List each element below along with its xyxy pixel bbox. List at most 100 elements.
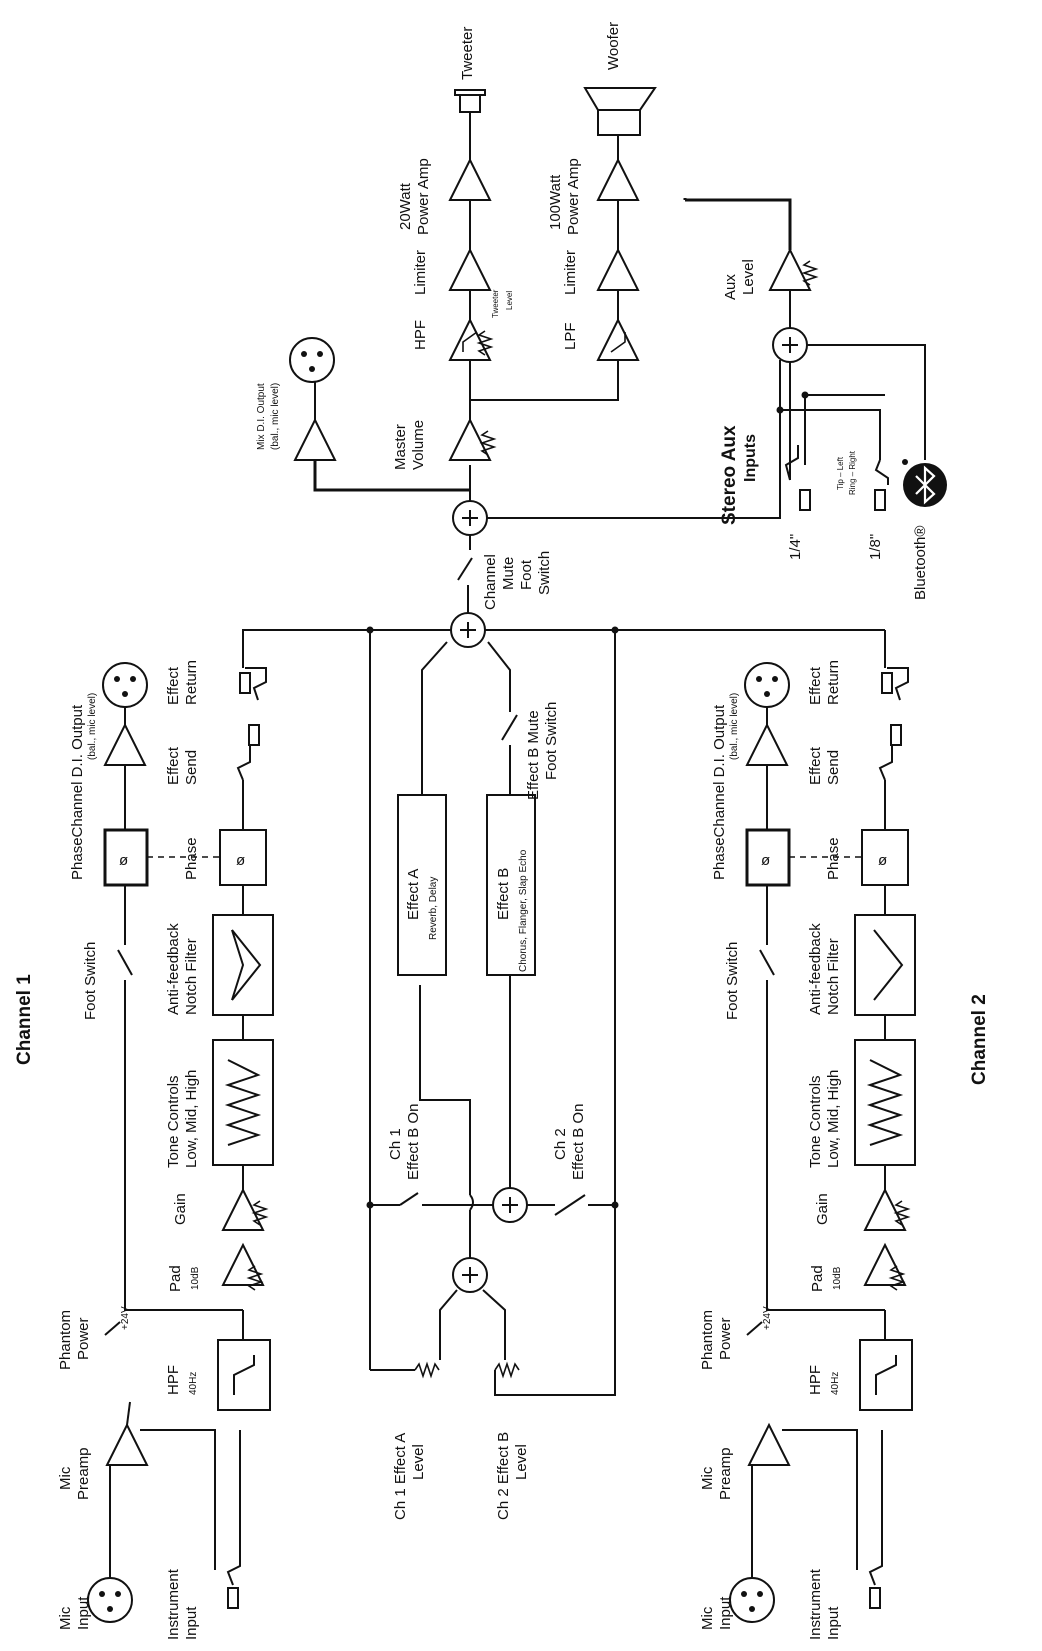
- ch1-effect-return-label-1: Effect: [165, 666, 182, 705]
- phantom-label-1: Phantom: [57, 1310, 74, 1370]
- instrument-jack-icon: [227, 1587, 239, 1609]
- ch2-instrument-input-label-1: Instrument: [807, 1568, 824, 1640]
- master-volume-pot-icon: [481, 430, 495, 456]
- phantom-switch-icon: [104, 1321, 121, 1336]
- aux-section: Aux Level Stereo Aux Inputs 1/4" Tip – L…: [683, 198, 947, 600]
- effect-b-box: [486, 794, 536, 976]
- ch1-hpf-label: HPF: [165, 1365, 182, 1395]
- aux-eighth-inch-jack-icon: [874, 489, 886, 511]
- aux-level-pot-icon: [803, 260, 817, 286]
- channel-2-strip: Channel 2 Mic Input Instrument Input Mic…: [699, 630, 990, 1640]
- master-section: Channel Mute Foot Switch Mix D.I. Output…: [256, 22, 781, 613]
- master-volume-2: Volume: [410, 420, 427, 470]
- power-20w-1: 20Watt: [397, 182, 414, 230]
- ch1-gain-pot-icon: [253, 1200, 267, 1226]
- ch2-mic-input-xlr-icon: [729, 1577, 775, 1623]
- ch1-di-phase-glyph-icon: ø: [119, 852, 128, 869]
- channel-mute-3: Foot: [518, 559, 535, 590]
- power-20w-2: Power Amp: [415, 158, 432, 235]
- ch2-effect-return-label-1: Effect: [807, 666, 824, 705]
- ch1-notch-label-1: Anti-feedback: [165, 923, 182, 1015]
- ch2-di-output-xlr-icon: [744, 662, 790, 708]
- ch2-phantom-voltage: +24V: [762, 1306, 773, 1330]
- aux-level-amp-icon: [769, 249, 811, 291]
- mic-input-label-2: Input: [75, 1596, 92, 1630]
- tweeter-level-2: Level: [505, 291, 514, 310]
- woofer-lpf-label: LPF: [562, 322, 579, 350]
- effect-b-label-1: Effect B: [495, 868, 512, 920]
- ch1-effect-send-jack-icon: [248, 724, 260, 746]
- ch2-pad-label: Pad: [809, 1265, 826, 1292]
- ch1-gain-label: Gain: [172, 1193, 189, 1225]
- ch1-di-output-label: PhaseChannel D.I. Output: [69, 704, 86, 880]
- phantom-voltage: +24V: [120, 1306, 131, 1330]
- aux-level-2: Level: [740, 259, 757, 295]
- power-100w-1: 100Watt: [547, 174, 564, 230]
- tweeter-speaker-icon: [459, 94, 481, 113]
- ch1-hpf-freq: 40Hz: [188, 1372, 199, 1395]
- ch2-effect-send-label-2: Send: [825, 750, 842, 785]
- ch2-effect-b-on-2: Effect B On: [570, 1104, 587, 1180]
- instrument-input-label-1: Instrument: [165, 1568, 182, 1640]
- ch2-phase-glyph-icon: ø: [878, 852, 887, 869]
- effect-b-sum-icon: [492, 1187, 528, 1223]
- ch1-notch-label-2: Notch Filter: [183, 938, 200, 1015]
- channel-mute-2: Mute: [500, 557, 517, 590]
- mic-input-xlr-icon: [87, 1577, 133, 1623]
- ch1-phase-glyph-icon: ø: [236, 852, 245, 869]
- ch1-tone-box: [212, 1039, 274, 1166]
- ch2-effect-b-level-pot-icon: [494, 1363, 520, 1377]
- ch1-di-output-xlr-icon: [102, 662, 148, 708]
- ch2-gain-amp-icon: [864, 1189, 906, 1231]
- aux-quarter-inch-jack-icon: [799, 489, 811, 511]
- ch1-effect-a-level-pot-icon: [414, 1363, 440, 1377]
- ch2-di-output-sub: (bal., mic level): [729, 693, 740, 760]
- ch2-mic-preamp-label-1: Mic: [699, 1466, 716, 1490]
- aux-ring-right: Ring – Right: [848, 450, 857, 495]
- tweeter-label: Tweeter: [459, 27, 476, 80]
- ch1-tone-label-2: Low, Mid, High: [183, 1070, 200, 1168]
- aux-level-1: Aux: [722, 274, 739, 300]
- aux-tip-left: Tip – Left: [836, 456, 845, 490]
- stereo-aux-title-1: Stereo Aux: [719, 425, 740, 525]
- ch1-effect-a-level-2: Level: [410, 1444, 427, 1480]
- ch2-phantom-switch-icon: [746, 1321, 763, 1336]
- ch2-notch-label-1: Anti-feedback: [807, 923, 824, 1015]
- woofer-limiter-icon: [597, 249, 639, 291]
- ch1-foot-switch-icon: [117, 949, 133, 976]
- channel-2-title: Channel 2: [969, 994, 990, 1085]
- ch2-notch-label-2: Notch Filter: [825, 938, 842, 1015]
- master-sum-icon: [452, 500, 488, 536]
- effect-a-label-1: Effect A: [405, 869, 422, 920]
- ch2-hpf-label: HPF: [807, 1365, 824, 1395]
- channel-mute-1: Channel: [482, 554, 499, 610]
- ch2-hpf-freq: 40Hz: [830, 1372, 841, 1395]
- effect-b-mute-2: Foot Switch: [543, 702, 560, 780]
- ch2-phantom-label-1: Phantom: [699, 1310, 716, 1370]
- tweeter-limiter-icon: [449, 249, 491, 291]
- aux-quarter-inch-label: 1/4": [787, 534, 804, 560]
- effect-b-label-2: Chorus, Flanger, Slap Echo: [518, 849, 529, 972]
- ch1-effect-return-jack-icon: [239, 672, 251, 694]
- ch2-pad-amp-icon: [864, 1244, 906, 1286]
- ch1-phase-label: Phase: [183, 837, 200, 880]
- mix-di-amp-icon: [294, 419, 336, 461]
- ch2-effect-return-label-2: Return: [825, 660, 842, 705]
- ch1-pad-label: Pad: [167, 1265, 184, 1292]
- ch2-di-phase-glyph-icon: ø: [761, 852, 770, 869]
- ch2-gain-pot-icon: [895, 1200, 909, 1226]
- ch2-tone-label-2: Low, Mid, High: [825, 1070, 842, 1168]
- ch1-pad-db: 10dB: [190, 1266, 201, 1290]
- ch2-effect-b-on-switch-icon: [554, 1194, 586, 1216]
- mix-di-label-1: Mix D.I. Output: [256, 383, 267, 450]
- woofer-power-amp-icon: [597, 159, 639, 201]
- effect-a-label-2: Reverb, Delay: [428, 877, 439, 940]
- channel-1-title: Channel 1: [14, 974, 35, 1065]
- woofer-speaker-icon: [597, 109, 641, 136]
- instrument-wire: [226, 1430, 241, 1586]
- woofer-limiter-label: Limiter: [562, 250, 579, 295]
- mic-input-label-1: Mic: [57, 1606, 74, 1630]
- ch2-effect-return-jack-icon: [881, 672, 893, 694]
- channel-mute-4: Switch: [536, 551, 553, 595]
